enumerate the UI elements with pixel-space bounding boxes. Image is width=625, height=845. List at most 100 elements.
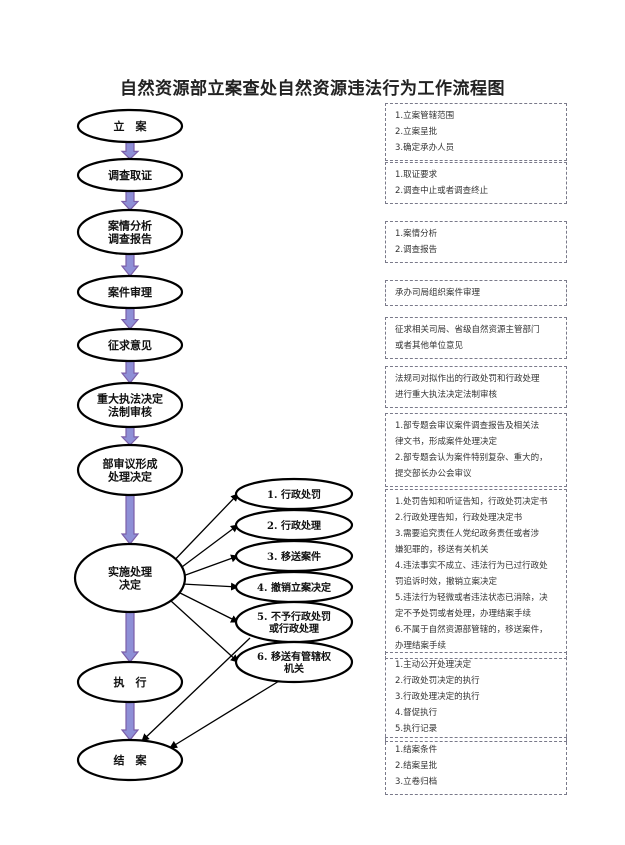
note-line: 2.结案呈批 (395, 761, 438, 771)
step-label: 执 行 (114, 675, 147, 689)
step-label: 决定 (119, 578, 141, 592)
step-label: 调查取证 (108, 168, 152, 182)
note-line: 3.行政处理决定的执行 (395, 692, 480, 702)
note-line: 2.立案呈批 (395, 127, 438, 137)
main-step-node: 案件审理 (76, 274, 184, 310)
outcome-label: 4. 撤销立案决定 (257, 581, 331, 594)
outcome-label: 2. 行政处理 (267, 519, 321, 532)
step-ellipse (76, 660, 184, 704)
main-step-node: 立 案 (76, 108, 184, 144)
note-line: 4.违法事实不成立、违法行为已过行政处 (395, 561, 548, 571)
note-box: 1.案情分析 2.调查报告 (385, 221, 567, 263)
note-line: 征求相关司局、省级自然资源主管部门 (395, 325, 540, 335)
flow-arrow (120, 307, 140, 330)
step-ellipse (76, 381, 184, 429)
main-step-node: 执 行 (76, 660, 184, 704)
step-label: 部审议形成 (103, 457, 158, 471)
note-line: 进行重大执法决定法制审核 (395, 390, 498, 400)
outcome-node: 1. 行政处罚 (234, 477, 354, 511)
note-line: 3.需要追究责任人党纪政务责任或者涉 (395, 529, 540, 539)
note-line: 法规司对拟作出的行政处罚和行政处理 (395, 374, 540, 384)
to-close-arrow (141, 637, 251, 742)
note-line: 4.督促执行 (395, 708, 438, 718)
note-box: 1.取证要求 2.调查中止或者调查终止 (385, 162, 567, 204)
note-box: 1.立案管辖范围 2.立案呈批 3.确定承办人员 (385, 103, 567, 161)
main-step-node: 结 案 (76, 738, 184, 782)
step-ellipse (76, 274, 184, 310)
note-line: 1.结案条件 (395, 745, 438, 755)
branch-arrow (174, 493, 239, 561)
flow-arrow (120, 190, 140, 211)
note-box: 征求相关司局、省级自然资源主管部门或者其他单位意见 (385, 317, 567, 359)
flow-arrow (120, 494, 140, 545)
step-label: 案件审理 (107, 285, 152, 299)
note-line: 1.立案管辖范围 (395, 111, 455, 121)
step-label: 结 案 (113, 753, 148, 767)
note-line: 提交部长办公会审议 (395, 469, 472, 479)
outcome-label: 机关 (284, 662, 304, 675)
step-label: 法制审核 (108, 405, 152, 419)
flow-arrow (120, 141, 140, 160)
note-line: 1.主动公开处理决定 (395, 660, 472, 670)
step-label: 重大执法决定 (97, 392, 163, 406)
flow-arrow (120, 253, 140, 277)
outcome-label: 或行政处理 (269, 622, 319, 635)
note-line: 承办司局组织案件审理 (395, 288, 481, 298)
note-line: 3.确定承办人员 (395, 143, 455, 153)
flow-arrow (120, 701, 140, 741)
step-label: 调查报告 (108, 232, 152, 246)
step-ellipse (76, 208, 184, 256)
outcome-node: 3. 移送案件 (234, 539, 354, 573)
step-ellipse (76, 157, 184, 193)
branch-arrow (180, 524, 239, 569)
page-title: 自然资源部立案查处自然资源违法行为工作流程图 (120, 79, 505, 99)
note-line: 2.调查中止或者调查终止 (395, 186, 489, 196)
flow-arrow (120, 360, 140, 384)
note-line: 5.违法行为轻微或者违法状态已消除，决 (395, 593, 548, 603)
main-step-node: 征求意见 (76, 327, 184, 363)
step-ellipse (73, 542, 187, 614)
outcome-label: 1. 行政处罚 (267, 488, 321, 501)
step-ellipse (76, 738, 184, 782)
outcome-label: 3. 移送案件 (267, 550, 321, 563)
note-line: 1.处罚告知和听证告知，行政处罚决定书 (395, 497, 548, 507)
branch-arrow (169, 599, 239, 663)
flow-arrow (120, 611, 140, 663)
note-line: 律文书，形成案件处理决定 (395, 437, 498, 447)
note-box: 承办司局组织案件审理 (385, 280, 567, 306)
step-ellipse (76, 108, 184, 144)
note-line: 罚追诉时效，撤销立案决定 (395, 577, 498, 587)
note-line: 6.不属于自然资源部管辖的，移送案件， (395, 625, 548, 635)
main-step-node: 调查取证 (76, 157, 184, 193)
note-line: 或者其他单位意见 (395, 341, 464, 351)
note-box: 法规司对拟作出的行政处罚和行政处理进行重大执法决定法制审核 (385, 366, 567, 408)
step-label: 案情分析 (107, 219, 152, 233)
note-line: 办理结案手续 (395, 641, 447, 651)
note-line: 1.取证要求 (395, 170, 438, 180)
main-step-node: 重大执法决定法制审核 (76, 381, 184, 429)
step-label: 征求意见 (108, 338, 152, 352)
step-label: 处理决定 (107, 470, 152, 484)
note-box: 1.处罚告知和听证告知，行政处罚决定书 2.行政处理告知，行政处理决定书 3.需要追… (385, 489, 567, 659)
step-ellipse (76, 443, 184, 497)
note-line: 2.部专题会认为案件特别复杂、重大的， (395, 453, 548, 463)
outcome-node: 4. 撤销立案决定 (234, 570, 354, 604)
flow-arrow (120, 426, 140, 446)
branch-arrow (182, 582, 239, 591)
to-close-arrow (169, 677, 285, 749)
note-line: 2.调查报告 (395, 245, 438, 255)
note-line: 1.案情分析 (395, 229, 438, 239)
step-label: 实施处理 (108, 565, 152, 579)
note-line: 2.行政处理告知，行政处理决定书 (395, 513, 523, 523)
outcome-label: 6. 移送有管辖权 (257, 650, 332, 663)
note-line: 嫌犯罪的，移送有关机关 (395, 545, 489, 555)
step-label: 立 案 (114, 119, 148, 133)
